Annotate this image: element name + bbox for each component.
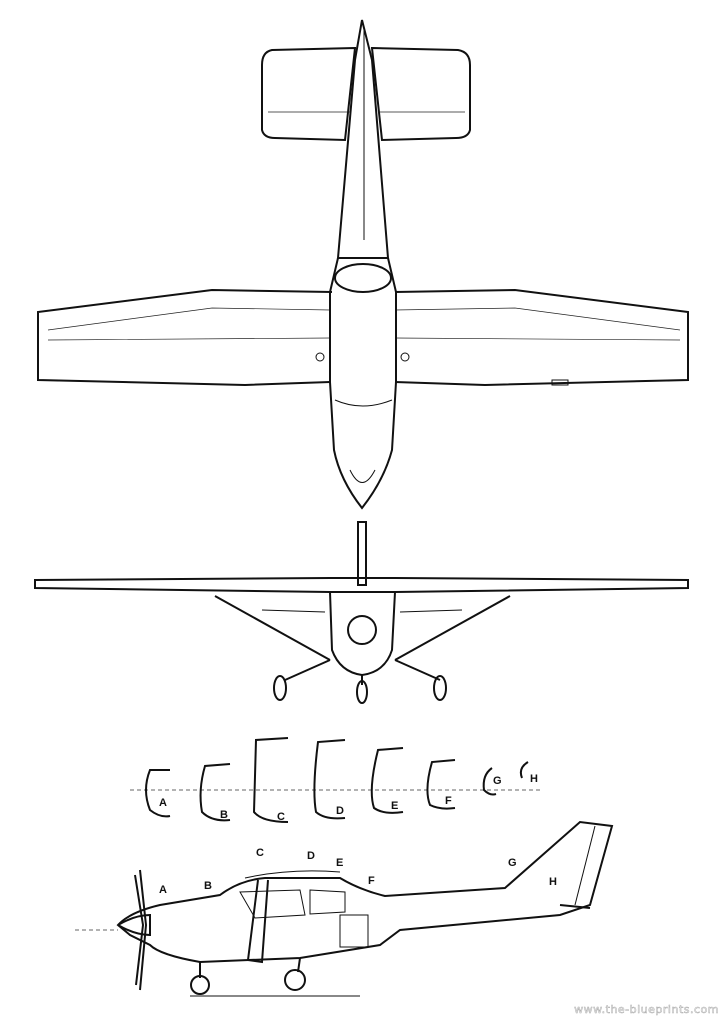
front-view [34, 521, 689, 704]
fuselage-front [329, 591, 396, 677]
wing-root-side [244, 870, 341, 879]
section-label-c: C [277, 811, 285, 823]
section-label-f: F [445, 795, 452, 807]
wing-light [551, 379, 569, 386]
strut-right [394, 595, 511, 661]
horizontal-stabilizer-side [559, 904, 591, 909]
main-wheel-right [433, 675, 447, 701]
spinner [347, 615, 377, 645]
side-label-g: G [508, 857, 517, 869]
section-label-g: G [493, 775, 502, 787]
main-wheel-side [284, 969, 306, 991]
section-a [145, 769, 171, 818]
wing-left [37, 288, 333, 387]
propeller [134, 869, 148, 991]
cabin-window-outline [239, 889, 346, 919]
section-e [370, 747, 404, 814]
top-view [37, 19, 689, 510]
aileron-flap-right [394, 307, 681, 341]
side-label-f: F [368, 875, 375, 887]
nose-wheel-side [190, 975, 210, 995]
cross-sections: A B C D E F G H [130, 737, 540, 823]
stabilizer-left-edge [261, 609, 326, 613]
cabin-door [339, 914, 369, 948]
vertical-tail-front [357, 521, 367, 586]
side-view: A B C D E F G H [75, 820, 614, 997]
section-b [199, 763, 231, 822]
side-label-c: C [256, 847, 264, 859]
rudder-hinge [574, 825, 596, 906]
main-wheel-left [273, 675, 287, 701]
fuel-cap-left [315, 352, 325, 362]
section-d [313, 739, 346, 820]
section-label-e: E [391, 800, 398, 812]
vertical-tail-top [336, 19, 390, 259]
side-label-h: H [549, 876, 557, 888]
strut-left [214, 595, 331, 661]
section-label-d: D [336, 805, 344, 817]
section-c [252, 737, 289, 823]
fuselage-side [116, 820, 614, 964]
section-label-a: A [159, 797, 167, 809]
rear-window [334, 263, 392, 293]
section-f [426, 759, 456, 810]
fuel-cap-right [400, 352, 410, 362]
stabilizer-right-edge [399, 609, 463, 613]
section-label-b: B [220, 809, 228, 821]
wing-front [34, 577, 689, 593]
horizontal-stabilizer-right [370, 46, 471, 142]
side-label-b: B [204, 880, 212, 892]
spinner-side [117, 913, 151, 937]
nose-wheel [356, 680, 368, 704]
section-h [519, 761, 529, 779]
cowling-outline [334, 399, 393, 483]
wing-strut-side [246, 879, 269, 964]
wing-right [394, 288, 689, 387]
watermark: www.the-blueprints.com [574, 1003, 719, 1017]
aileron-flap-left [47, 307, 331, 341]
side-label-e: E [336, 857, 343, 869]
fuselage-top [329, 257, 397, 510]
horizontal-stabilizer-left [261, 46, 357, 142]
section-g [482, 767, 497, 796]
side-label-a: A [159, 884, 167, 896]
section-label-h: H [530, 773, 538, 785]
side-label-d: D [307, 850, 315, 862]
main-gear-legs [284, 659, 441, 681]
